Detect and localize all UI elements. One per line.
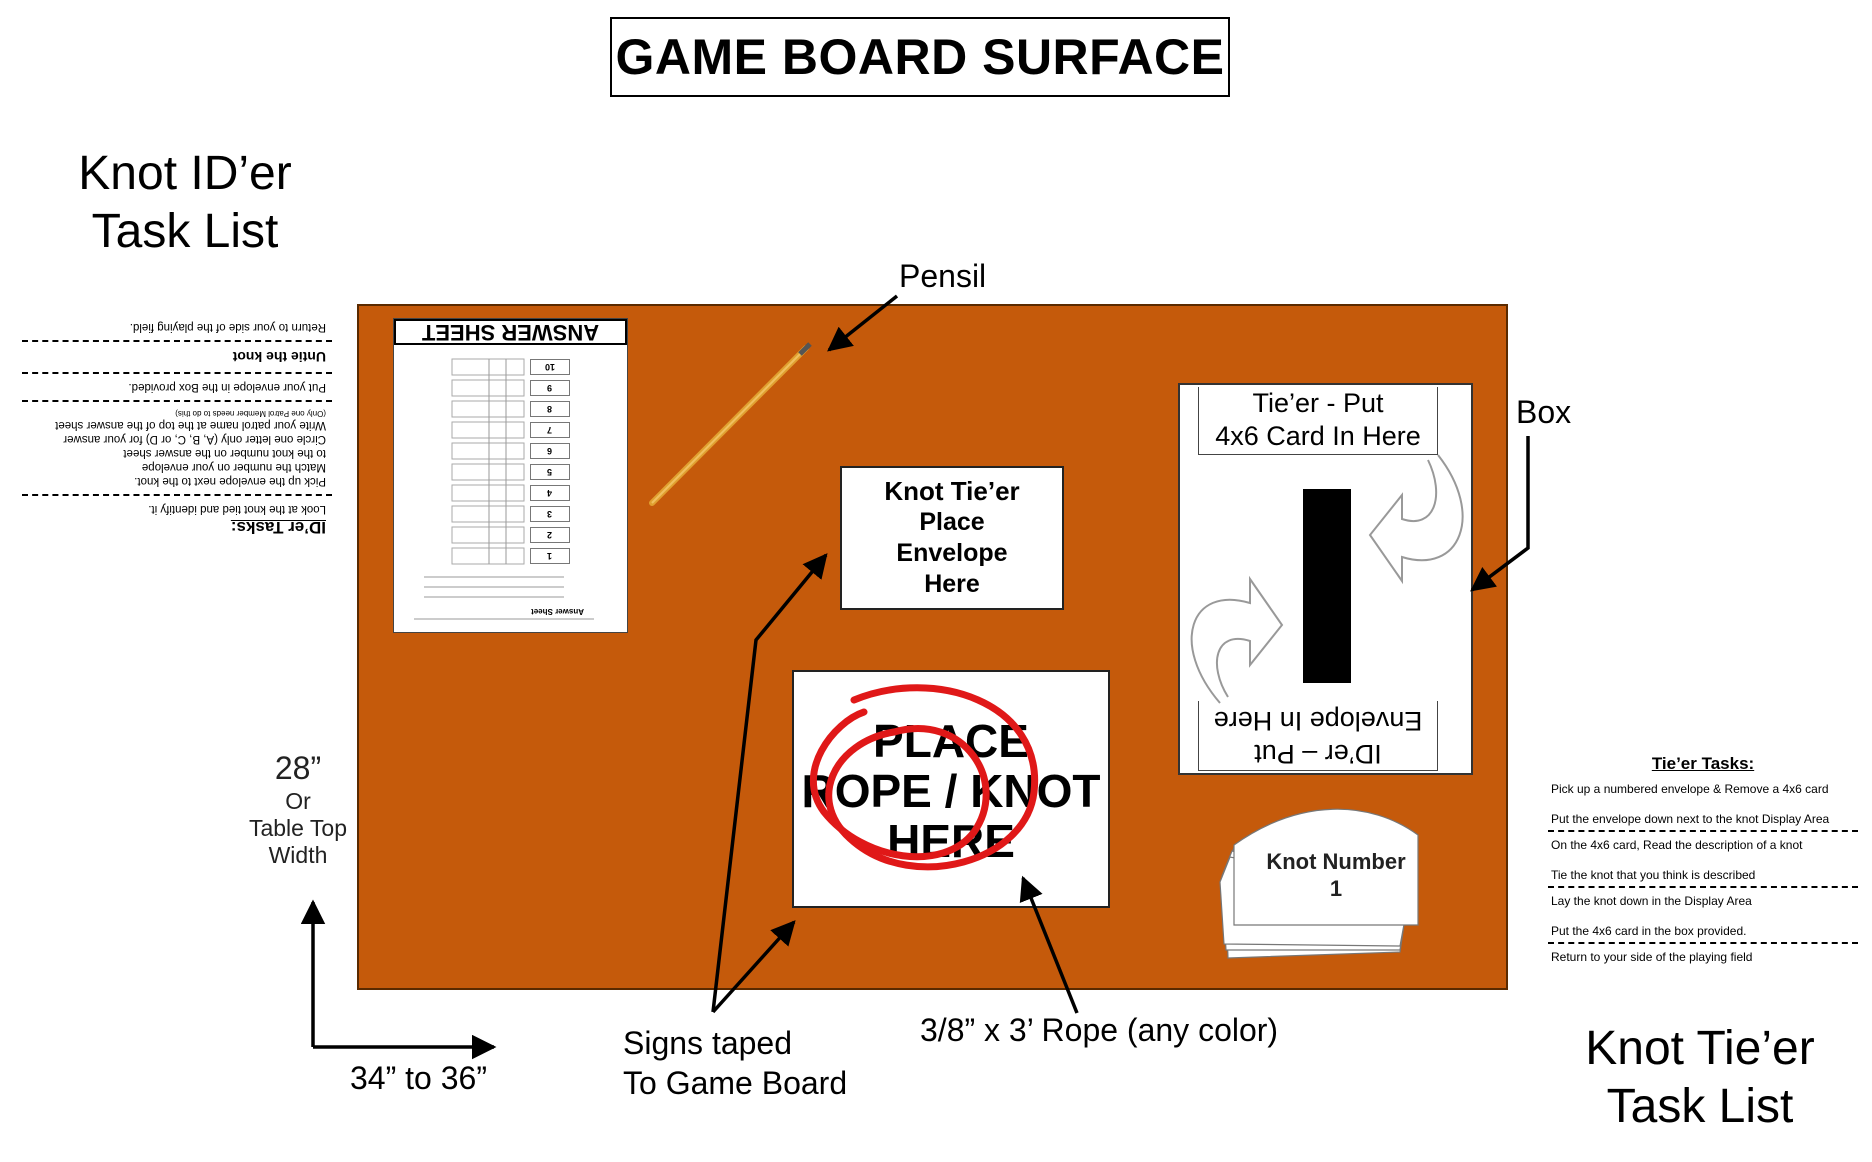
signs-taped-line: Signs taped bbox=[623, 1025, 793, 1061]
box-top-label-line: Tie’er - Put bbox=[1252, 388, 1384, 418]
tier-caption-line-2: Task List bbox=[1606, 1080, 1794, 1133]
box-flow-arrows-icon bbox=[1190, 454, 1464, 704]
pencil-icon bbox=[649, 342, 812, 506]
box-top-label-line: 4x6 Card In Here bbox=[1215, 421, 1421, 451]
card-label-line: Knot Number bbox=[1266, 849, 1406, 874]
tier-task-item: Lay the knot down in the Display Area bbox=[1551, 894, 1752, 908]
tier-task-item: Put the envelope down next to the knot D… bbox=[1551, 812, 1830, 826]
rope-loop-icon bbox=[809, 684, 1039, 871]
tier-tasks-heading: Tie’er Tasks: bbox=[1651, 754, 1755, 773]
height-line: Width bbox=[268, 842, 328, 868]
envelope-sign-line: Place bbox=[919, 508, 985, 536]
pensil-label: Pensil bbox=[899, 258, 987, 294]
knot-number-card-label: Knot Number 1 bbox=[1254, 848, 1418, 902]
answer-sheet-rows: 10 9 8 7 6 5 4 3 2 1 bbox=[394, 359, 629, 589]
rope-sign: PLACE ROPE / KNOT HERE bbox=[792, 670, 1110, 908]
tier-task-item: On the 4x6 card, Read the description of… bbox=[1551, 838, 1803, 852]
task-divider bbox=[1548, 830, 1858, 832]
answer-number: 1 bbox=[530, 548, 570, 564]
page-title: GAME BOARD SURFACE bbox=[610, 17, 1230, 97]
ider-caption-line-1: Knot ID’er bbox=[78, 147, 292, 200]
tier-task-item: Tie the knot that you think is described bbox=[1551, 868, 1756, 882]
rope-label: 3/8” x 3’ Rope (any color) bbox=[920, 1012, 1279, 1048]
answer-number: 3 bbox=[530, 506, 570, 522]
ider-caption-line-2: Task List bbox=[91, 205, 279, 258]
tier-task-list-caption: Knot Tie’er Task List bbox=[1555, 1020, 1845, 1136]
ider-task-list-caption: Knot ID’er Task List bbox=[50, 145, 320, 261]
signs-taped-line: To Game Board bbox=[623, 1065, 848, 1101]
answer-number: 4 bbox=[530, 485, 570, 501]
envelope-sign-line: Here bbox=[924, 570, 980, 598]
answer-sheet: ANSWER SHEET Answer Sheet 10 9 8 7 6 5 4… bbox=[393, 318, 628, 633]
answer-number: 9 bbox=[530, 380, 570, 396]
tier-task-item: Put the 4x6 card in the box provided. bbox=[1551, 924, 1747, 938]
answer-number: 6 bbox=[530, 443, 570, 459]
card-box: Tie’er - Put 4x6 Card In Here ID’er – Pu… bbox=[1178, 383, 1473, 775]
box-slot bbox=[1303, 489, 1351, 683]
answer-number: 2 bbox=[530, 527, 570, 543]
height-dimension-label: 28” Or Table Top Width bbox=[238, 748, 358, 869]
answer-sheet-lines bbox=[414, 358, 594, 620]
envelope-sign-line: Envelope bbox=[896, 539, 1008, 567]
envelope-sign: Knot Tie’er Place Envelope Here bbox=[840, 466, 1064, 610]
width-dimension-label: 34” to 36” bbox=[350, 1060, 487, 1096]
answer-number: 7 bbox=[530, 422, 570, 438]
envelope-sign-line: Knot Tie’er bbox=[884, 476, 1020, 506]
box-label: Box bbox=[1516, 394, 1572, 430]
answer-number: 8 bbox=[530, 401, 570, 417]
tier-task-item: Return to your side of the playing field bbox=[1551, 950, 1753, 964]
task-divider bbox=[1548, 942, 1858, 944]
tier-task-item: Pick up a numbered envelope & Remove a 4… bbox=[1551, 782, 1829, 796]
tier-task-list: Tie’er Tasks: Pick up a numbered envelop… bbox=[1548, 752, 1858, 965]
answer-number: 5 bbox=[530, 464, 570, 480]
answer-number: 10 bbox=[530, 359, 570, 375]
task-divider bbox=[1548, 886, 1858, 888]
rope-sign-line: PLACE bbox=[873, 715, 1029, 767]
height-line: Or bbox=[285, 788, 311, 814]
box-top-label: Tie’er - Put 4x6 Card In Here bbox=[1198, 387, 1438, 455]
height-value: 28” bbox=[274, 750, 322, 786]
card-label-line: 1 bbox=[1329, 876, 1343, 901]
height-line: Table Top bbox=[248, 815, 348, 841]
signs-taped-label: Signs taped To Game Board bbox=[623, 1023, 847, 1103]
tier-caption-line-1: Knot Tie’er bbox=[1585, 1022, 1815, 1075]
rope-sign-line: ROPE / KNOT bbox=[801, 765, 1101, 817]
